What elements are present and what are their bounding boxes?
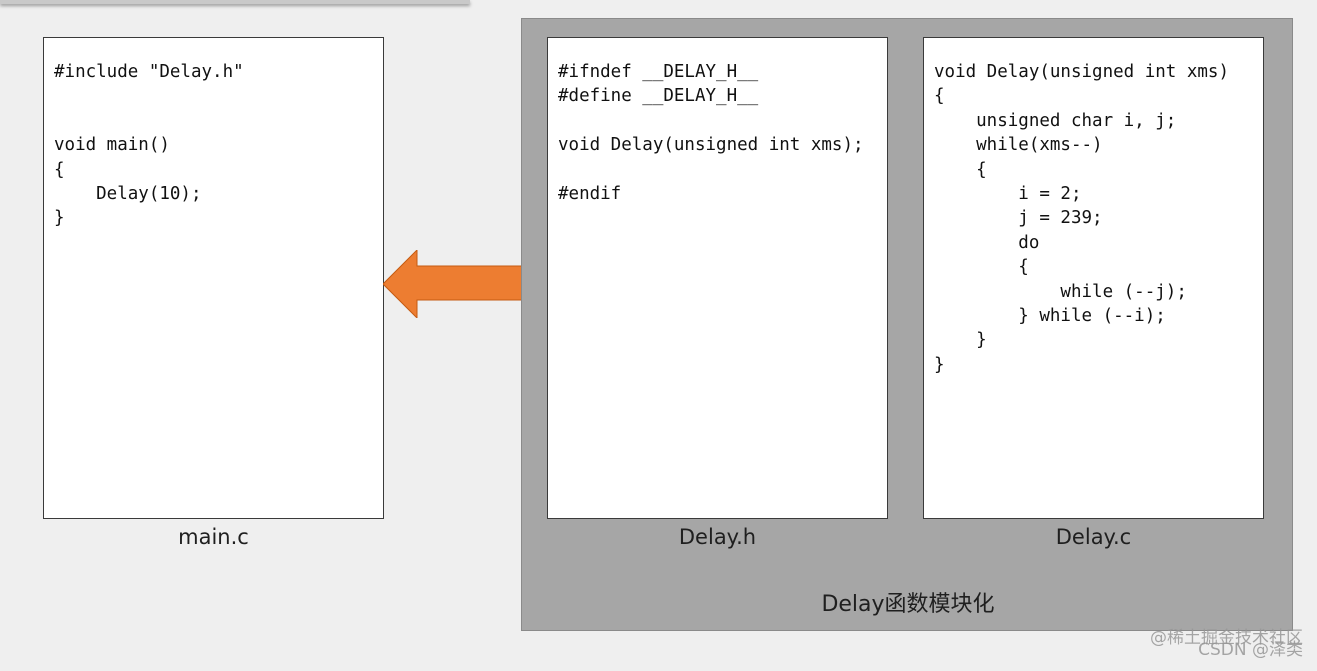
delay-c-label: Delay.c	[1055, 525, 1132, 549]
watermark-line-1: @稀土掘金技术社区	[1150, 628, 1303, 648]
delay-h-code: #ifndef __DELAY_H__ #define __DELAY_H__ …	[558, 62, 864, 205]
main-c-code-box: #include "Delay.h" void main() { Delay(1…	[43, 37, 384, 519]
delay-module-group: #ifndef __DELAY_H__ #define __DELAY_H__ …	[521, 18, 1293, 631]
module-title: Delay函数模块化	[821, 592, 995, 617]
delay-c-code-box: void Delay(unsigned int xms) { unsigned …	[923, 37, 1264, 519]
top-divider	[0, 0, 470, 4]
delay-c-code: void Delay(unsigned int xms) { unsigned …	[934, 62, 1230, 375]
main-c-label: main.c	[178, 525, 249, 549]
watermark-line-2: CSDN @泽类	[1198, 640, 1303, 660]
watermark: @稀土掘金技术社区 CSDN @泽类	[1150, 628, 1303, 660]
include-arrow-icon	[383, 250, 549, 318]
delay-h-label: Delay.h	[678, 525, 757, 549]
delay-h-code-box: #ifndef __DELAY_H__ #define __DELAY_H__ …	[547, 37, 888, 519]
main-c-code: #include "Delay.h" void main() { Delay(1…	[54, 62, 244, 229]
